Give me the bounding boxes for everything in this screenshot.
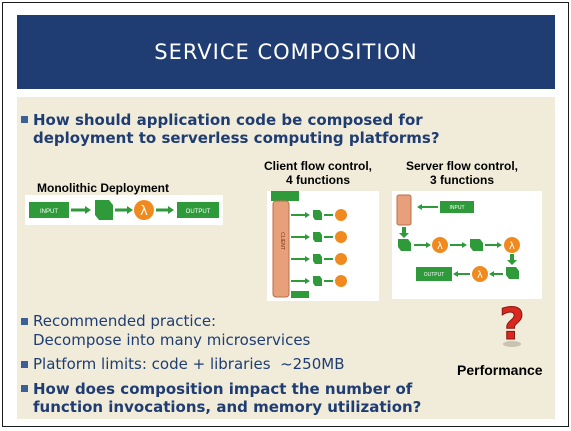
- arrow-head: [85, 206, 91, 214]
- client-flow-label-line2: 4 functions: [285, 173, 350, 187]
- input-box: [29, 202, 69, 218]
- function-cube: [313, 210, 322, 220]
- function-cube: [313, 276, 322, 286]
- lambda-icon: [335, 209, 347, 221]
- input-box: [271, 191, 299, 201]
- arrow-down: [399, 227, 409, 238]
- client-column: [396, 194, 412, 226]
- bullet-marker: [21, 318, 28, 325]
- client-row-2: [291, 231, 347, 243]
- output-box-label: OUTPUT: [186, 209, 211, 215]
- bullet-composition-impact: How does composition impact the number o…: [21, 380, 551, 416]
- server-flow-diagram: INPUT λ λ λ: [392, 191, 542, 299]
- bullet-line-2: Decompose into many microservices: [33, 331, 311, 349]
- bullet-platform-limits: Platform limits: code + libraries ~250MB: [21, 355, 421, 374]
- function-cube: [313, 232, 322, 242]
- output-box: [416, 267, 452, 281]
- client-flow-diagram: CLIENT: [267, 191, 379, 301]
- lambda-symbol: λ: [477, 270, 483, 281]
- input-box: [440, 201, 474, 213]
- content-area: How should application code be composed …: [17, 97, 555, 419]
- slide-title: SERVICE COMPOSITION: [154, 40, 418, 64]
- client-row-1: [291, 209, 347, 221]
- question-mark-icon: ?: [499, 299, 526, 349]
- lambda-symbol: λ: [140, 204, 148, 219]
- bullet-line-1: How does composition impact the number o…: [33, 380, 413, 398]
- bullet-line-1: How should application code be composed …: [33, 111, 423, 129]
- server-flow-label-line1: Server flow control,: [405, 159, 519, 173]
- function-cube: [313, 254, 322, 264]
- bullet-marker: [21, 116, 28, 123]
- lambda-symbol: λ: [437, 241, 443, 252]
- bullet-marker: [21, 385, 28, 392]
- server-flow-label: Server flow control, 3 functions: [397, 159, 527, 187]
- slide: SERVICE COMPOSITION How should applicati…: [2, 2, 569, 427]
- lambda-symbol: λ: [509, 241, 515, 252]
- client-row-4: [291, 275, 347, 287]
- input-box-label: INPUT: [450, 205, 465, 211]
- output-box-label: OUTPUT: [424, 272, 445, 278]
- client-row-3: [291, 253, 347, 265]
- arrow-head: [168, 206, 174, 214]
- lambda-icon: [335, 231, 347, 243]
- client-column: [272, 200, 290, 298]
- bullet-line-1: Platform limits: code + libraries ~250MB: [33, 355, 345, 373]
- bullet-line-1: Recommended practice:: [33, 312, 217, 330]
- function-cube: [95, 200, 113, 220]
- bullet-line-2: function invocations, and memory utiliza…: [33, 398, 422, 416]
- question-symbol: ?: [499, 299, 525, 349]
- input-box-label: INPUT: [40, 209, 58, 215]
- server-flow-label-line2: 3 functions: [429, 173, 494, 187]
- lambda-icon: [134, 200, 154, 220]
- function-cube: [470, 239, 483, 251]
- bullet-line-2: deployment to serverless computing platf…: [33, 129, 440, 147]
- output-box: [291, 291, 309, 298]
- output-box: [177, 202, 219, 218]
- function-cube: [506, 267, 519, 279]
- title-bar: SERVICE COMPOSITION: [17, 15, 555, 89]
- client-flow-diagram-svg: CLIENT: [271, 191, 347, 298]
- monolithic-diagram-svg: INPUT λ OUTPUT: [29, 200, 219, 220]
- function-cube: [398, 239, 411, 251]
- client-flow-label: Client flow control, 4 functions: [253, 159, 383, 187]
- arrow-head: [417, 204, 422, 210]
- arrow-down: [507, 254, 517, 265]
- lambda-icon: [472, 266, 488, 282]
- monolithic-label: Monolithic Deployment: [37, 181, 169, 195]
- bullet-question-composition: How should application code be composed …: [21, 111, 551, 147]
- lambda-icon: [432, 237, 448, 253]
- monolithic-diagram: INPUT λ OUTPUT: [25, 195, 223, 225]
- bullet-marker: [21, 361, 28, 368]
- lambda-icon: [335, 253, 347, 265]
- lambda-icon: [335, 275, 347, 287]
- arrow-head: [127, 206, 133, 214]
- client-flow-label-line1: Client flow control,: [264, 159, 372, 173]
- performance-label: Performance: [457, 362, 543, 378]
- server-flow-diagram-svg: INPUT λ λ λ: [396, 194, 520, 282]
- client-column-label: CLIENT: [279, 232, 285, 250]
- lambda-icon: [504, 237, 520, 253]
- bullet-recommended-practice: Recommended practice: Decompose into man…: [21, 312, 381, 350]
